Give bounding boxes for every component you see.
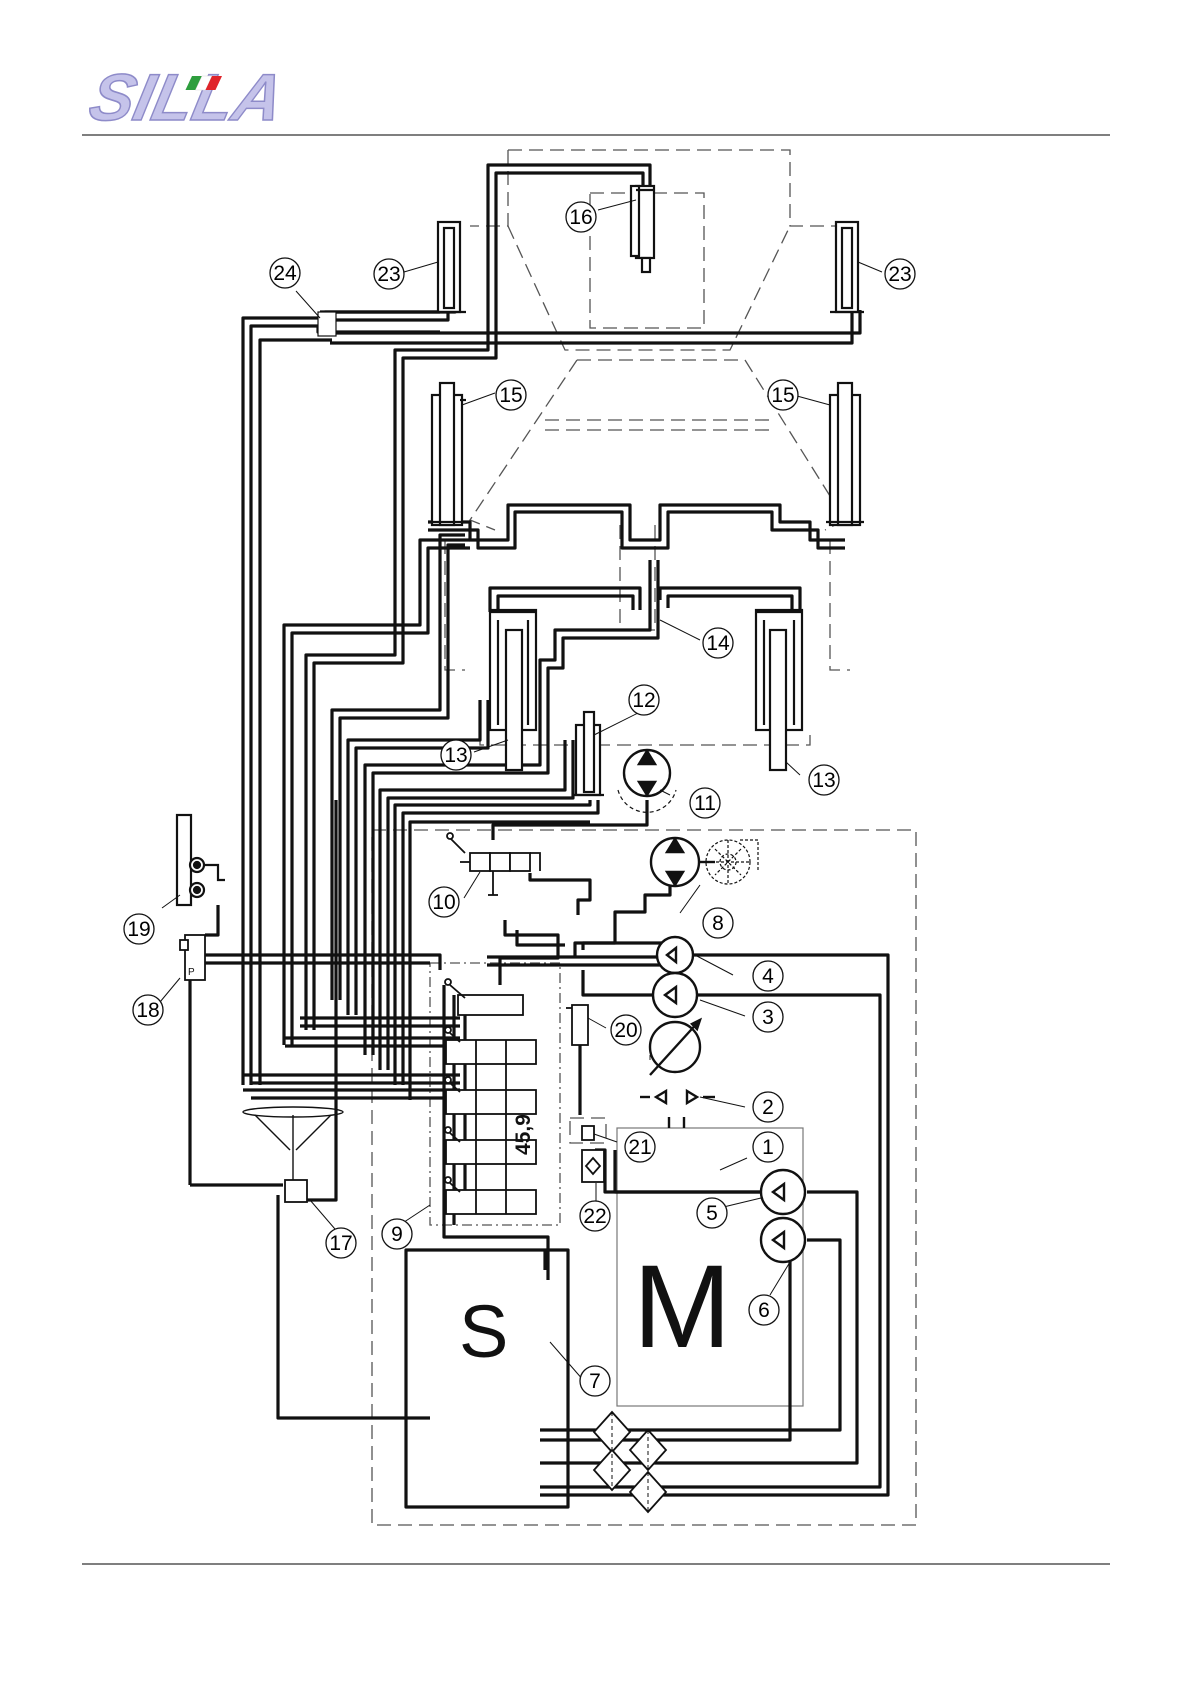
cylinder-15-right (826, 383, 864, 525)
svg-text:4: 4 (762, 965, 774, 988)
callout-17: 17 (326, 1228, 356, 1258)
callout-2: 2 (753, 1092, 783, 1122)
svg-text:11: 11 (694, 792, 716, 815)
callout-13-right: 13 (809, 765, 839, 795)
svg-text:15: 15 (771, 384, 794, 407)
svg-text:16: 16 (569, 206, 592, 229)
valve-stack-9: 45,9 (445, 979, 536, 1214)
coupling-2-icon (640, 1091, 715, 1128)
svg-text:12: 12 (632, 689, 655, 712)
valves: 45,9 P (180, 312, 666, 1512)
callout-5: 5 (697, 1198, 727, 1228)
cylinder-12 (572, 712, 604, 795)
silla-logo: SILLA (83, 62, 289, 135)
svg-text:8: 8 (712, 912, 724, 935)
svg-text:13: 13 (444, 744, 467, 767)
svg-text:22: 22 (583, 1205, 606, 1228)
svg-text:18: 18 (136, 999, 159, 1022)
cylinder-19 (177, 815, 225, 905)
svg-text:7: 7 (589, 1370, 601, 1393)
callout-23-right: 23 (885, 259, 915, 289)
hydraulic-lines (190, 165, 888, 1507)
callout-14: 14 (703, 628, 733, 658)
callout-4: 4 (753, 961, 783, 991)
cylinder-13-left (490, 610, 536, 770)
callout-6: 6 (749, 1295, 779, 1325)
filter-22 (582, 1150, 604, 1182)
svg-text:6: 6 (758, 1299, 770, 1322)
valve-18: P (180, 935, 205, 980)
pump-5-icon (761, 1170, 805, 1214)
pressure-port-letter: P (188, 967, 195, 978)
valve-21 (582, 1126, 594, 1140)
tank-label: S (459, 1290, 508, 1373)
steering-wheel-icon (243, 1107, 343, 1180)
callout-8: 8 (703, 908, 733, 938)
svg-text:21: 21 (628, 1136, 651, 1159)
svg-text:5: 5 (706, 1202, 718, 1225)
sensor-20 (566, 1005, 588, 1045)
fan-icon (706, 840, 758, 884)
cylinder-13-right (756, 610, 802, 770)
pump-6-icon (761, 1218, 805, 1262)
valve-marking: 45,9 (512, 1114, 535, 1155)
valve-10 (447, 833, 540, 895)
svg-text:3: 3 (762, 1006, 774, 1029)
svg-text:2: 2 (762, 1096, 774, 1119)
callout-15-right: 15 (768, 380, 798, 410)
svg-text:1: 1 (762, 1136, 774, 1159)
callout-16: 16 (566, 202, 596, 232)
svg-text:13: 13 (812, 769, 835, 792)
callout-9: 9 (382, 1219, 412, 1249)
cylinder-15-left (428, 383, 466, 525)
callout-19: 19 (124, 914, 154, 944)
callout-20: 20 (611, 1015, 641, 1045)
cylinder-23-left (432, 222, 466, 312)
logo-text: SILLA (83, 62, 289, 135)
svg-text:9: 9 (391, 1223, 403, 1246)
cylinder-16 (631, 186, 654, 272)
pump-3-icon (650, 973, 700, 1075)
steering-unit-17 (243, 1107, 343, 1202)
svg-text:19: 19 (127, 918, 150, 941)
hydraulic-motor-8-icon (651, 838, 758, 886)
motor-label: M (633, 1241, 731, 1373)
svg-text:23: 23 (377, 263, 400, 286)
svg-text:14: 14 (706, 632, 730, 655)
callout-18: 18 (133, 995, 163, 1025)
callout-23-left: 23 (374, 259, 404, 289)
callout-22: 22 (580, 1201, 610, 1231)
callout-10: 10 (429, 887, 459, 917)
svg-text:23: 23 (888, 263, 911, 286)
svg-text:24: 24 (273, 262, 297, 285)
svg-text:10: 10 (432, 891, 455, 914)
callout-12: 12 (629, 685, 659, 715)
callout-1: 1 (753, 1132, 783, 1162)
svg-text:17: 17 (329, 1232, 352, 1255)
pump-4-icon (657, 937, 693, 973)
cylinder-23-right (830, 222, 864, 312)
callout-11: 11 (690, 788, 720, 818)
callout-7: 7 (580, 1366, 610, 1396)
callout-24: 24 (270, 258, 300, 288)
callout-21: 21 (625, 1132, 655, 1162)
callout-3: 3 (753, 1002, 783, 1032)
callout-13-left: 13 (441, 740, 471, 770)
valve-24 (318, 312, 336, 336)
svg-text:15: 15 (499, 384, 522, 407)
svg-text:20: 20 (614, 1019, 637, 1042)
callout-15-left: 15 (496, 380, 526, 410)
